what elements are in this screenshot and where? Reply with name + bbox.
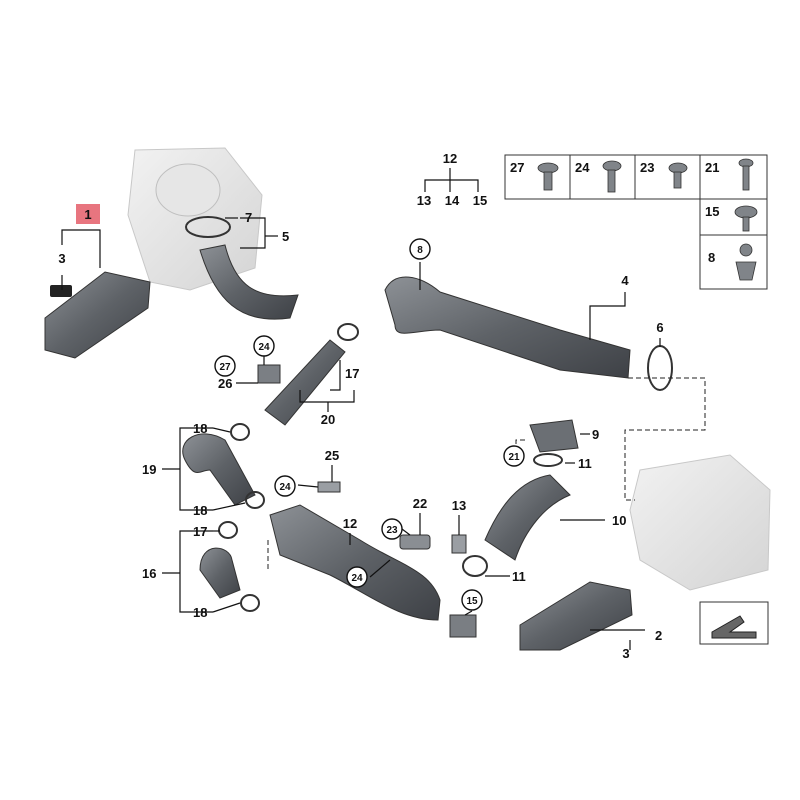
part-20-hose — [264, 339, 346, 426]
callout-15-top: 15 — [473, 193, 487, 208]
hw-8: 8 — [708, 250, 715, 265]
circled-24-a: 24 — [258, 342, 270, 353]
part-26-sensor — [257, 364, 281, 384]
circled-8: 8 — [417, 245, 423, 256]
leader-lines — [61, 168, 661, 650]
hw-27: 27 — [510, 160, 524, 175]
circled-24-b: 24 — [279, 482, 291, 493]
circled-23: 23 — [386, 525, 398, 536]
circled-labels: 8 27 24 24 21 23 24 15 — [214, 238, 525, 611]
callout-19: 19 — [142, 462, 156, 477]
callout-5: 5 — [282, 229, 289, 244]
circled-15: 15 — [466, 596, 478, 607]
callout-4: 4 — [621, 273, 629, 288]
callout-18-b: 18 — [193, 503, 207, 518]
part-6-clamp — [647, 345, 673, 391]
hw-24: 24 — [575, 160, 590, 175]
part-10-hose — [484, 474, 571, 561]
hw-15: 15 — [705, 204, 719, 219]
part-22-sensor — [399, 534, 431, 550]
part-12-pipe — [269, 504, 441, 621]
callout-18-a: 18 — [193, 421, 207, 436]
callout-17-mid: 17 — [345, 366, 359, 381]
callout-7: 7 — [245, 210, 252, 225]
callout-3: 3 — [58, 251, 65, 266]
circled-21: 21 — [508, 452, 520, 463]
part-1-duct — [44, 271, 151, 359]
callout-25: 25 — [325, 448, 339, 463]
part-16-hose — [199, 547, 241, 599]
callout-12-top: 12 — [443, 151, 457, 166]
part-9-elbow — [529, 419, 579, 453]
callout-13-mid: 13 — [452, 498, 466, 513]
callout-20: 20 — [321, 412, 335, 427]
orientation-box — [699, 601, 769, 645]
hardware-table-labels: 27 24 23 21 15 8 — [510, 160, 719, 265]
callout-10: 10 — [612, 513, 626, 528]
circled-24-c: 24 — [351, 573, 363, 584]
callout-13-top: 13 — [417, 193, 431, 208]
circled-27: 27 — [219, 362, 231, 373]
callout-14: 14 — [445, 193, 460, 208]
part-13-sensor — [451, 534, 467, 554]
part-2-duct — [519, 581, 633, 651]
callout-22: 22 — [413, 496, 427, 511]
hardware-table — [504, 154, 768, 290]
part-19-hose — [182, 433, 256, 506]
callout-11-a: 11 — [578, 456, 592, 471]
callout-11-b: 11 — [512, 569, 526, 584]
part-15-unit — [449, 614, 477, 638]
part-25-bolt — [317, 481, 341, 493]
part-4-duct — [384, 276, 631, 379]
callout-6: 6 — [656, 320, 663, 335]
callout-1: 1 — [84, 207, 91, 222]
callout-3-low: 3 — [622, 646, 629, 661]
callout-26: 26 — [218, 376, 232, 391]
hw-21: 21 — [705, 160, 719, 175]
callout-18-c: 18 — [193, 605, 207, 620]
callout-2: 2 — [655, 628, 662, 643]
callout-12-mid: 12 — [343, 516, 357, 531]
callout-9: 9 — [592, 427, 599, 442]
callout-1-highlight — [76, 204, 100, 224]
callout-17-low: 17 — [193, 524, 207, 539]
hw-23: 23 — [640, 160, 654, 175]
callout-16: 16 — [142, 566, 156, 581]
airbox-ghost-right — [629, 454, 771, 591]
part-7-ring — [185, 216, 231, 238]
part-5-hose — [199, 244, 299, 320]
callout-labels: 1 3 7 5 12 13 14 15 4 6 17 26 20 18 19 1… — [58, 151, 663, 661]
